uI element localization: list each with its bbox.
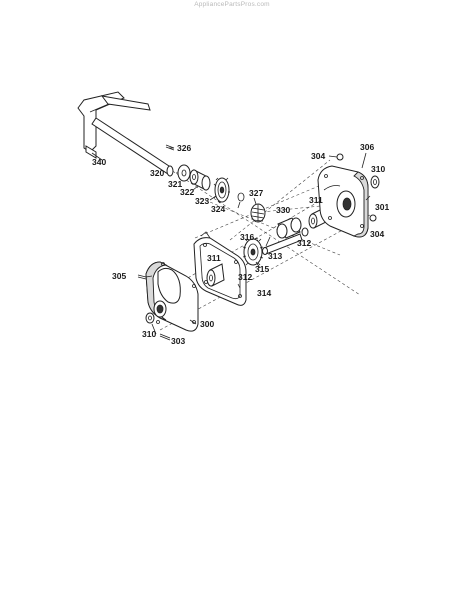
part-322-bushing <box>189 169 211 191</box>
part-311-bushing-left <box>206 263 225 287</box>
part-labels: 340 326 320 321 322 323 324 327 304 306 … <box>92 142 389 346</box>
label-340: 340 <box>92 157 106 167</box>
part-310-seal-right <box>370 175 380 189</box>
label-312-right: 312 <box>297 238 311 248</box>
label-304-top: 304 <box>311 151 325 161</box>
label-322: 322 <box>180 187 194 197</box>
label-326: 326 <box>177 143 191 153</box>
label-320: 320 <box>150 168 164 178</box>
part-303-screw <box>159 333 171 341</box>
leader-lines <box>91 147 371 335</box>
part-310-seal-left <box>145 312 155 324</box>
label-312-left: 312 <box>238 272 252 282</box>
part-340-shaft-bracket <box>77 91 174 177</box>
part-323-bevel-gear <box>213 177 245 204</box>
label-305: 305 <box>112 271 126 281</box>
label-310-right: 310 <box>371 164 385 174</box>
watermark: AppliancePartsPros.com <box>194 1 270 8</box>
part-315-gear <box>242 238 264 266</box>
label-310-left: 310 <box>142 329 156 339</box>
label-324: 324 <box>211 204 225 214</box>
label-303: 303 <box>171 336 185 346</box>
label-313: 313 <box>268 251 282 261</box>
part-327-worm-gear <box>250 203 266 223</box>
part-304-nut-top <box>336 153 344 161</box>
label-300: 300 <box>200 319 214 329</box>
part-330-shaft <box>276 217 302 239</box>
label-311-left: 311 <box>207 253 221 263</box>
label-330: 330 <box>276 205 290 215</box>
label-315: 315 <box>255 264 269 274</box>
part-312-washer <box>301 227 309 237</box>
label-316: 316 <box>240 232 254 242</box>
part-305-screw <box>137 274 147 280</box>
label-327: 327 <box>249 188 263 198</box>
label-311-right: 311 <box>309 195 323 205</box>
part-326-key <box>165 144 175 151</box>
part-313-shaft <box>262 233 303 255</box>
label-314: 314 <box>257 288 271 298</box>
label-304-bottom: 304 <box>370 229 384 239</box>
label-301: 301 <box>375 202 389 212</box>
label-306: 306 <box>360 142 374 152</box>
part-304-nut-bottom <box>369 214 377 222</box>
part-306-right-housing <box>317 165 369 238</box>
label-323: 323 <box>195 196 209 206</box>
label-321: 321 <box>168 179 182 189</box>
